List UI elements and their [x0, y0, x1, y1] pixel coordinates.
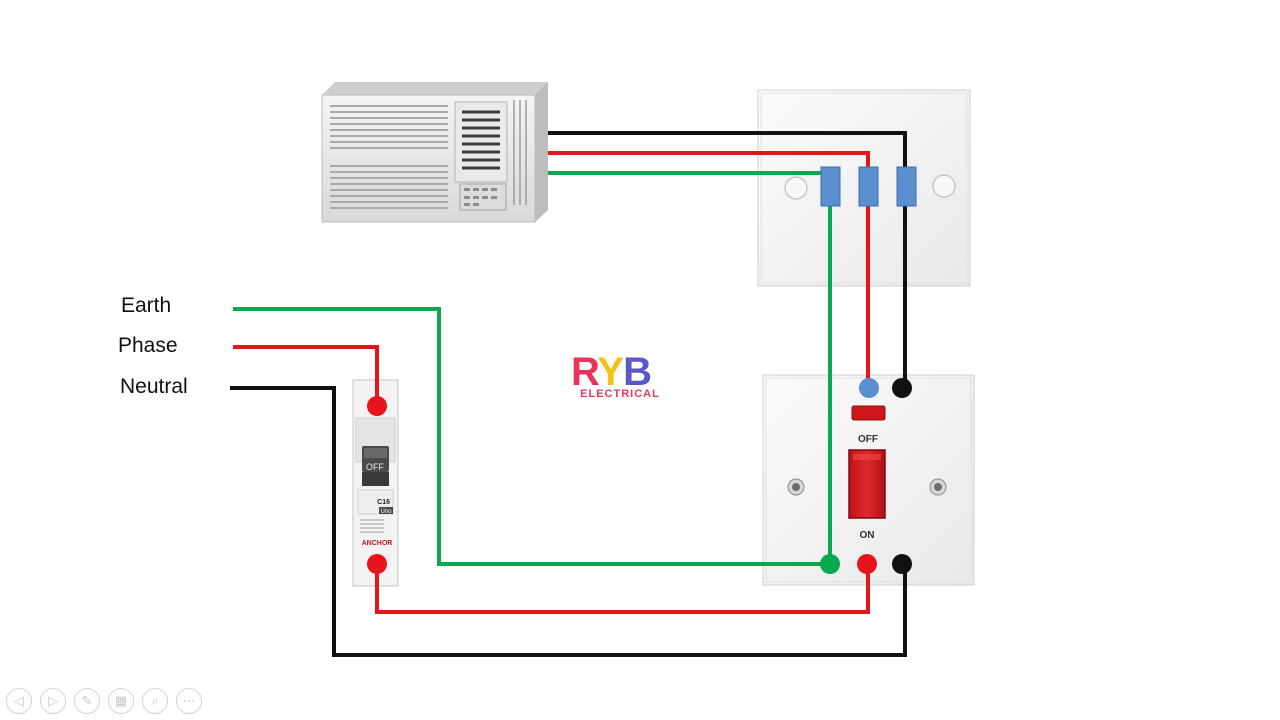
- ryb-logo-mark: RYB: [571, 350, 651, 394]
- more-options-icon[interactable]: ⋯: [176, 688, 202, 714]
- window-ac-unit: [321, 82, 548, 223]
- ryb-logo-subtitle: ELECTRICAL: [580, 388, 660, 400]
- neutral-terminal-connector: [896, 166, 917, 207]
- dp-switch-off-label: OFF: [858, 434, 878, 445]
- mcb-output-terminal: [367, 554, 387, 574]
- phase-label: Phase: [118, 334, 178, 357]
- earth-label: Earth: [121, 294, 172, 317]
- ac-front-grille: [330, 105, 448, 209]
- switch-line-phase-terminal: [857, 554, 877, 574]
- dp-switch-on-label: ON: [860, 530, 875, 541]
- switch-load-neutral-terminal: [892, 378, 912, 398]
- switch-load-phase-terminal: [859, 378, 879, 398]
- supply-neutral-wire: [230, 386, 907, 657]
- slides-grid-icon[interactable]: ▦: [108, 688, 134, 714]
- pen-icon[interactable]: ✎: [74, 688, 100, 714]
- mcb-input-terminal: [367, 396, 387, 416]
- earth-terminal-connector: [820, 166, 841, 207]
- dp-switch-screw-left: [787, 478, 805, 496]
- mcb-series: Uno: [380, 509, 392, 515]
- previous-slide-icon[interactable]: ◁: [6, 688, 32, 714]
- slideshow-toolbar: ◁ ▷ ✎ ▦ ⌕ ⋯: [6, 688, 202, 718]
- mcb-off-label: OFF: [366, 462, 384, 472]
- phase-terminal-connector: [858, 166, 879, 207]
- switch-earth-terminal: [820, 554, 840, 574]
- terminal-plate-screw-right: [932, 174, 956, 198]
- dp-switch-screw-right: [929, 478, 947, 496]
- mcb-to-switch-phase-wire: [375, 564, 870, 614]
- dp-switch-rocker: [848, 449, 886, 519]
- ac-louvers: [462, 110, 500, 170]
- terminal-plate-screw-left: [784, 176, 808, 200]
- dp-switch-indicator-lamp: [851, 405, 886, 421]
- ryb-logo: RYB ELECTRICAL: [571, 350, 660, 400]
- supply-phase-wire: [233, 345, 379, 405]
- next-slide-icon[interactable]: ▷: [40, 688, 66, 714]
- ac-neutral-wire: [548, 131, 907, 180]
- neutral-label: Neutral: [120, 375, 188, 398]
- switch-line-neutral-terminal: [892, 554, 912, 574]
- mcb-rating: C16: [377, 499, 390, 506]
- dp-switch: OFF ON: [762, 374, 975, 586]
- supply-earth-wire: [233, 307, 830, 566]
- mcb-brand: ANCHOR: [362, 540, 393, 547]
- zoom-icon[interactable]: ⌕: [142, 688, 168, 714]
